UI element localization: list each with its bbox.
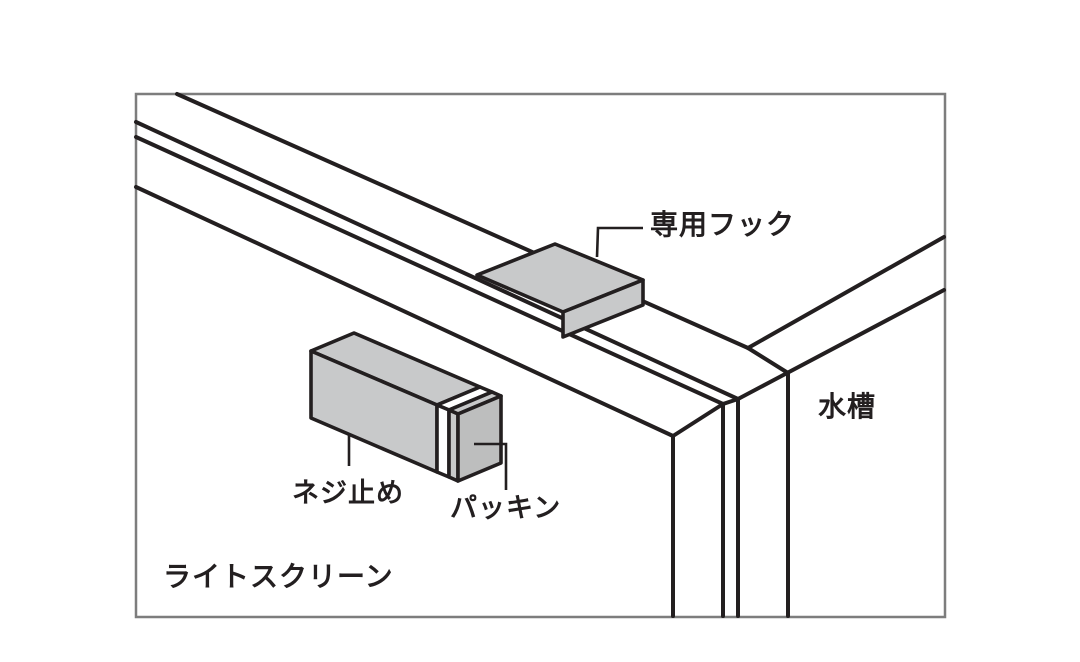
screen-panel-top-edge <box>134 185 675 438</box>
packing-leader-line <box>474 442 508 490</box>
hook-front-plate <box>561 278 645 339</box>
end-cap-side-face <box>456 394 503 483</box>
label-dedicated-hook: 専用フック <box>650 209 796 240</box>
tank-corner-lines <box>671 235 946 618</box>
rail-front-lip-edge <box>134 135 725 406</box>
rail-front-top-edge <box>134 120 740 401</box>
packing-block <box>309 331 503 483</box>
label-tank: 水槽 <box>818 391 877 422</box>
diagram-frame <box>134 92 947 619</box>
glass-edge-top <box>721 397 740 406</box>
label-screw-fastening: ネジ止め <box>292 478 404 508</box>
label-packing: パッキン <box>450 493 562 523</box>
leader-lines <box>347 226 643 490</box>
screen-side-top-edge <box>671 402 725 438</box>
label-light-screen: ライトスクリーン <box>163 561 394 592</box>
hook-leader-line <box>595 226 643 258</box>
tank-rim-front-top-edge <box>736 288 946 401</box>
tank-rim-back-top-edge <box>746 235 946 350</box>
dedicated-hook <box>475 242 645 339</box>
